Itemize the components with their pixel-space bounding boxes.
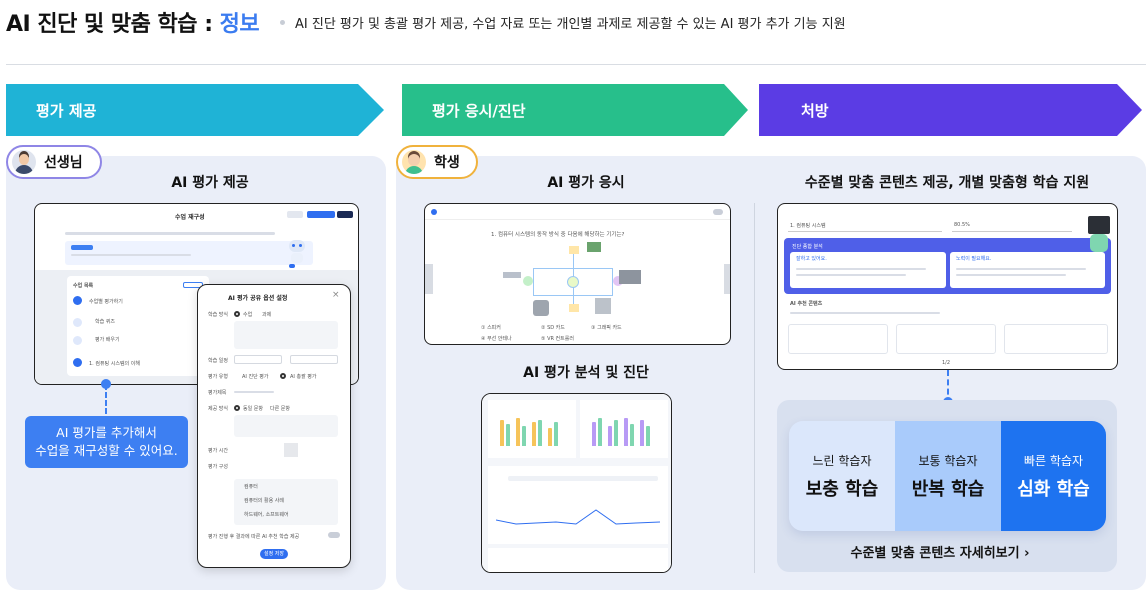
- screen-title: 수업 재구성: [175, 214, 205, 221]
- line-chart: [496, 509, 660, 525]
- diagnosis-banner: 진단 종합 분석 잘하고 있어요. 노력이 필요해요.: [784, 234, 1111, 294]
- prescription-screen: 1. 컴퓨팅 시스템 80.5% 진단 종합 분석 잘하고 있어요. 노력이 필…: [777, 203, 1118, 370]
- lesson-list: 수업 목록 수업별 평가하기 학습 퀴즈 평가 배우기 1. 컴퓨팅 시스템의 …: [67, 276, 209, 376]
- bar-chart-1: [496, 414, 566, 446]
- next-arrow-icon[interactable]: [724, 264, 730, 294]
- bullet-icon: [280, 20, 285, 25]
- quiz-screen: 1. 컴퓨터 시스템의 동작 방식 중 다음에 해당하는 기기는? ① 스피커 …: [424, 203, 731, 345]
- teacher-badge: 선생님: [6, 145, 102, 179]
- prescription-section-title: 수준별 맞춤 콘텐츠 제공, 개별 맞춤형 학습 지원: [804, 175, 1090, 191]
- step-arrow-2: 평가 응시/진단: [402, 84, 748, 136]
- close-icon[interactable]: ×: [332, 290, 340, 300]
- ai-hint-box: [65, 241, 313, 265]
- student-section-title-2: AI 평가 분석 및 진단: [523, 365, 649, 381]
- screen-button[interactable]: [307, 211, 335, 218]
- screen-button-2[interactable]: [337, 211, 353, 218]
- analysis-screen: [481, 393, 672, 573]
- student-section-title-1: AI 평가 응시: [547, 175, 625, 191]
- connector-dot: [101, 379, 111, 389]
- student-avatar-icon: [402, 150, 426, 174]
- title-highlight: 정보: [219, 12, 260, 37]
- step-arrow-1: 평가 제공: [6, 84, 384, 136]
- teacher-section-title: AI 평가 제공: [171, 175, 249, 191]
- diagram: [503, 242, 643, 320]
- more-content-link[interactable]: 수준별 맞춤 콘텐츠 자세히보기 ›: [850, 546, 1030, 561]
- share-options-modal: AI 평가 공유 옵션 설정 × 학습 방식 수업 과제 학습 일정 평가 유형…: [197, 284, 351, 568]
- divider: [6, 64, 1146, 65]
- teacher-avatar-icon: [12, 150, 36, 174]
- robot-icon: [1090, 234, 1108, 252]
- robot-icon: [285, 238, 309, 268]
- save-settings-button[interactable]: 설정 저장: [260, 549, 288, 559]
- connector-line: [105, 384, 107, 414]
- screen-button-3[interactable]: [287, 211, 303, 218]
- prev-arrow-icon[interactable]: [425, 264, 433, 294]
- student-badge: 학생: [396, 145, 478, 179]
- page-subtitle: AI 진단 평가 및 총괄 평가 제공, 수업 자료 또는 개인별 과제로 제공…: [280, 13, 846, 32]
- step-arrow-3: 처방: [759, 84, 1142, 136]
- chevron-right-icon: ›: [1024, 546, 1030, 561]
- bar-chart-2: [588, 414, 658, 446]
- connector-line-2: [947, 370, 949, 404]
- page-title: AI 진단 및 맞춤 학습 : 정보: [6, 12, 260, 37]
- section-separator: [754, 203, 755, 573]
